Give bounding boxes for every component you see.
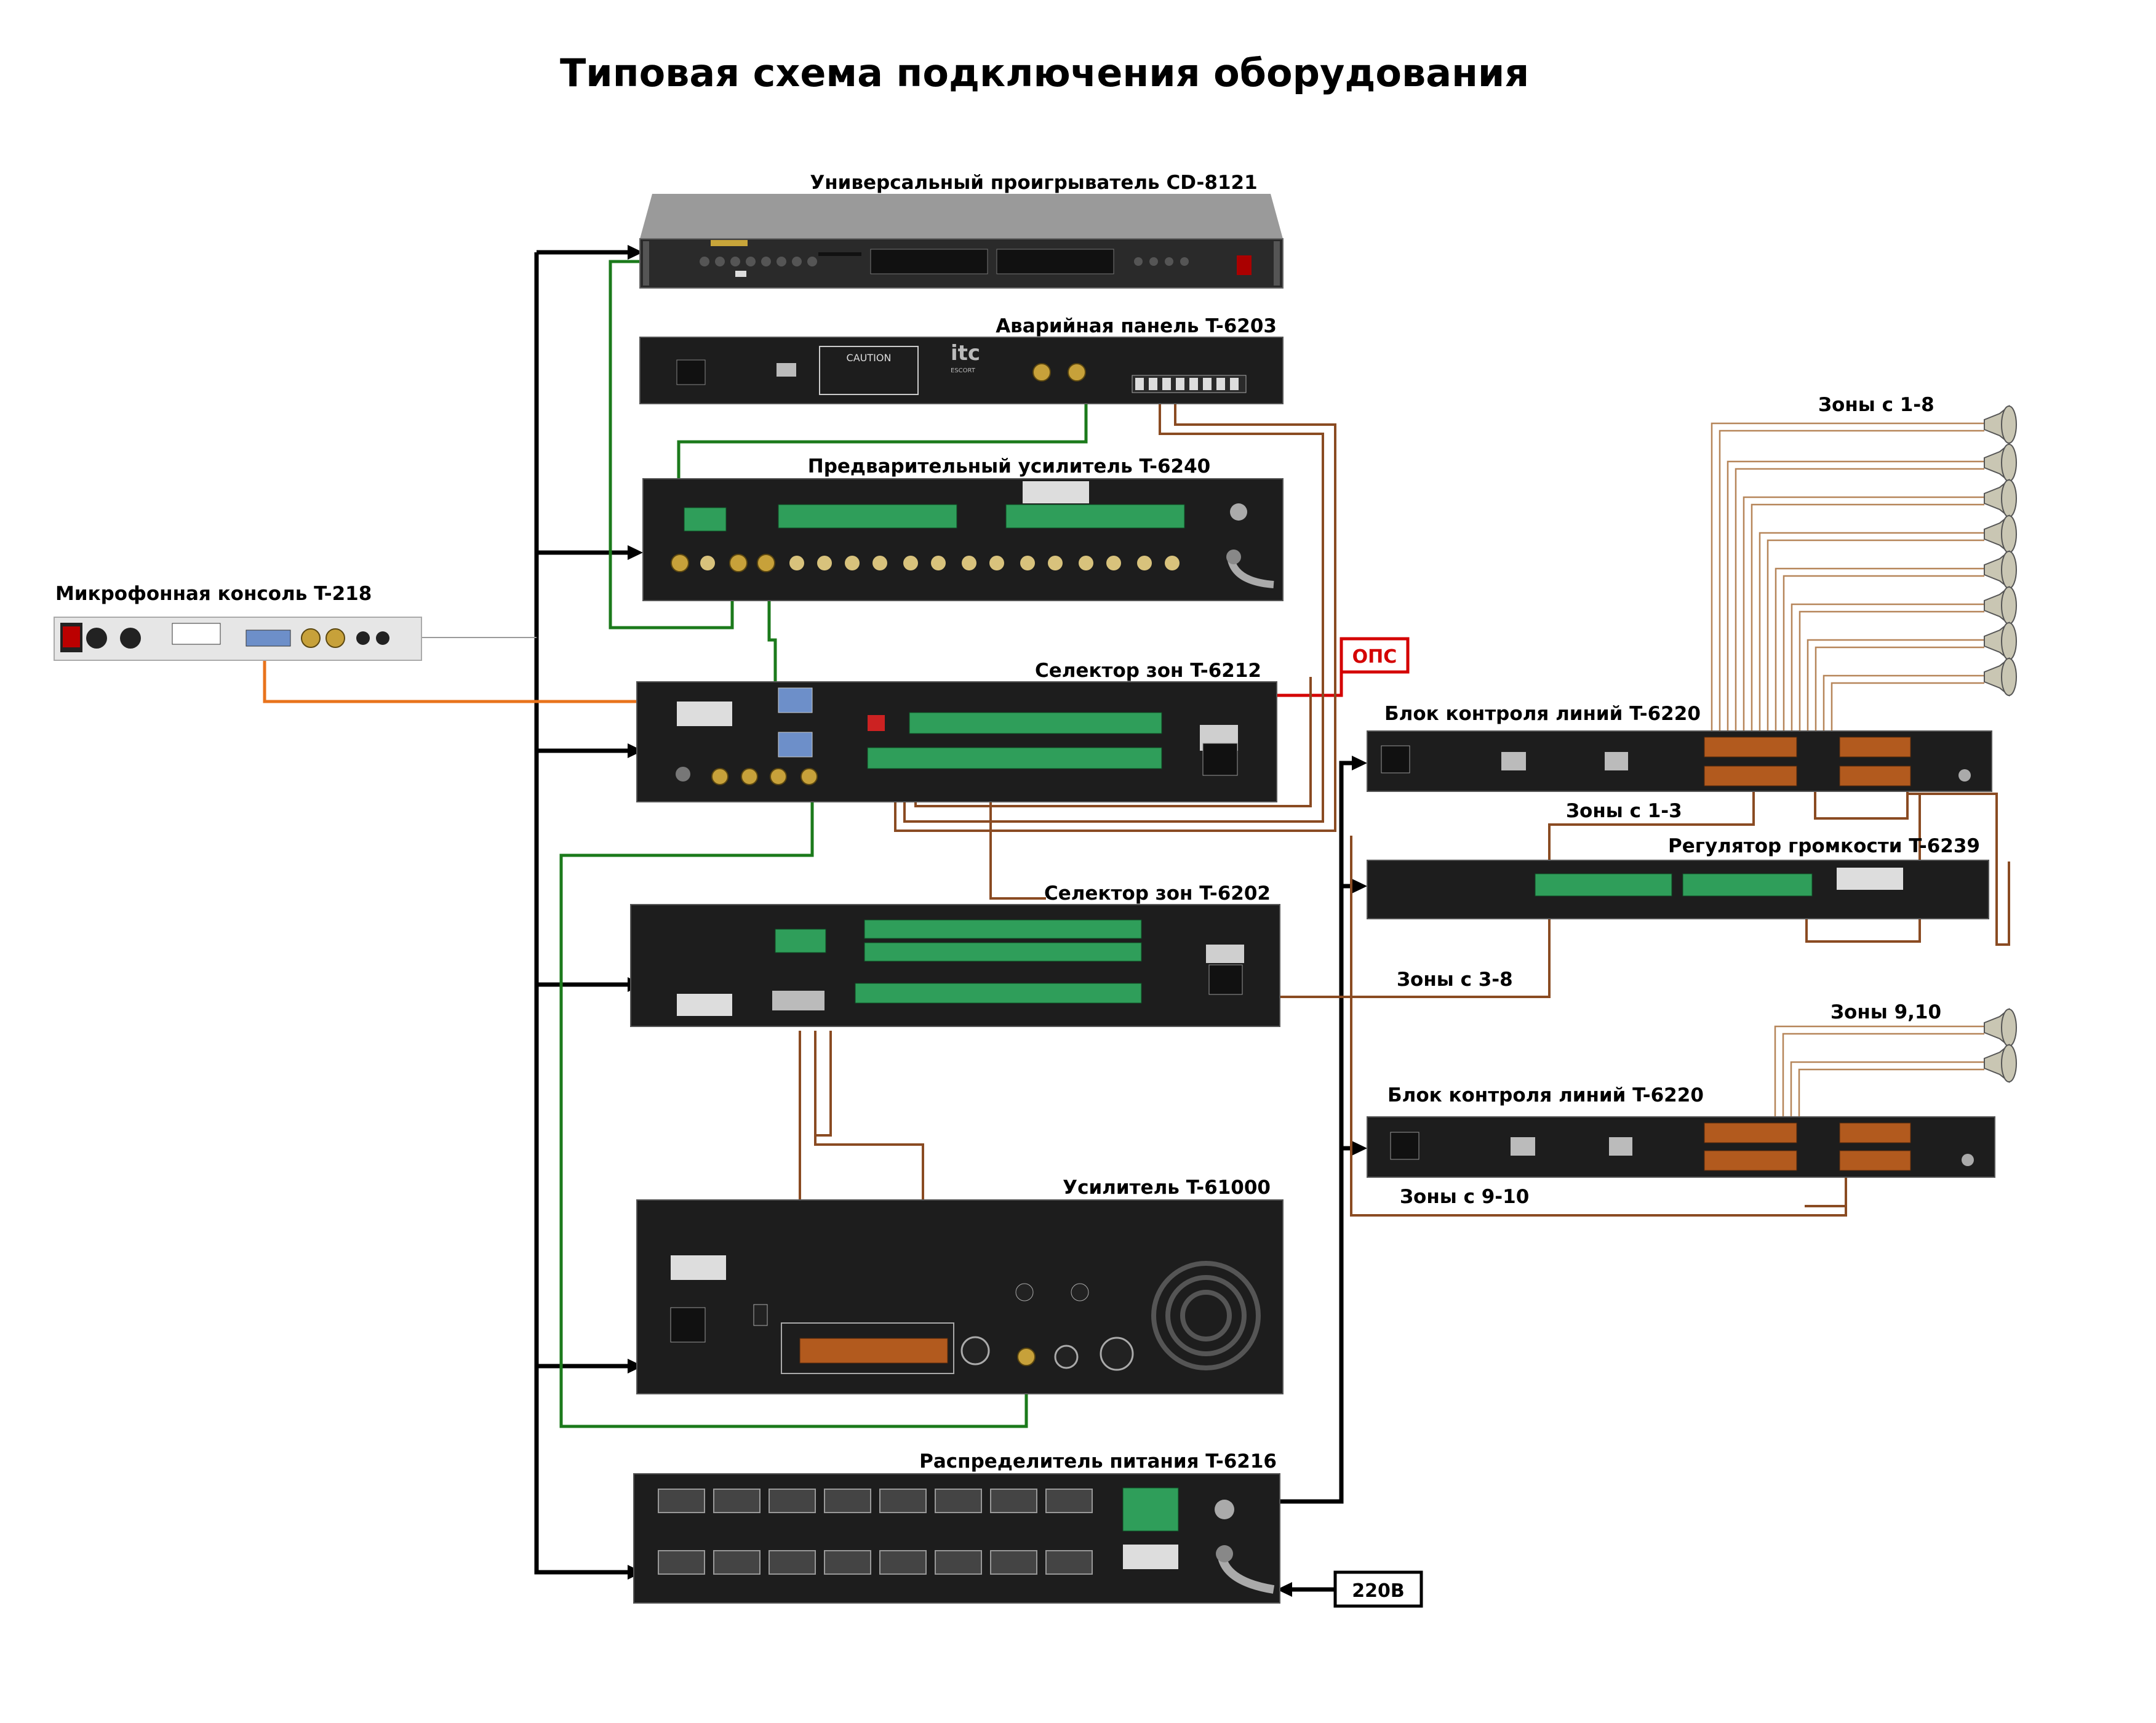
power-distributor-label: Распределитель питания T-6216 [919, 1450, 1277, 1473]
horn-speaker-icon [1984, 1007, 2017, 1048]
preamp-terminal-blocks [684, 504, 1185, 532]
speakers-zones-1-8 [1984, 404, 2017, 697]
mic-wiring [263, 660, 800, 703]
line-monitor-2 [1367, 1116, 1995, 1178]
horn-speaker-icon [1984, 657, 2017, 697]
line-monitor-1 [1367, 730, 1992, 792]
diagram-title: Типовая схема подключения оборудования [560, 50, 1529, 95]
horn-speaker-icon [1984, 442, 2017, 483]
horn-speaker-icon [1984, 404, 2017, 445]
preamp-label: Предварительный усилитель T-6240 [808, 455, 1210, 478]
horn-speaker-icon [1984, 478, 2017, 519]
amplifier [636, 1199, 1284, 1394]
zones-3-8-label: Зоны с 3-8 [1397, 969, 1513, 991]
escort-logo-text: ESCORT [951, 367, 976, 374]
horn-speaker-icon [1984, 1043, 2017, 1084]
volume-control-label: Регулятор громкости T-6239 [1668, 835, 1980, 857]
zones-9-10-label: Зоны 9,10 [1831, 1001, 1941, 1023]
zones-9-10-bottom-label: Зоны с 9-10 [1400, 1186, 1529, 1208]
speakers-zones-9-10 [1984, 1007, 2017, 1084]
mic-console [54, 617, 422, 661]
cd-player [639, 194, 1284, 289]
mic-console-label: Микрофонная консоль T-218 [55, 583, 372, 605]
volume-control [1367, 860, 1989, 919]
power-distributor [633, 1473, 1280, 1604]
alarm-caution-text: CAUTION [847, 352, 892, 364]
zone-selector-6202-label: Селектор зон T-6202 [1044, 882, 1271, 905]
amplifier-label: Усилитель T-61000 [1063, 1177, 1271, 1199]
zone-selector-6212 [636, 681, 1277, 802]
alarm-panel-label: Аварийная панель T-6203 [996, 315, 1277, 337]
horn-speaker-icon [1984, 514, 2017, 554]
preamp [642, 478, 1284, 601]
power-220v-text: 220В [1352, 1580, 1405, 1602]
power-220v-box: 220В [1333, 1570, 1423, 1608]
horn-speaker-icon [1984, 621, 2017, 662]
speaker-wiring [1711, 422, 1984, 1126]
line-monitor-2-label: Блок контроля линий T-6220 [1387, 1084, 1704, 1106]
cd-player-label: Универсальный проигрыватель CD-8121 [810, 172, 1257, 194]
zones-1-8-label: Зоны с 1-8 [1818, 394, 1934, 416]
preamp-jacks [671, 554, 1180, 572]
zones-1-3-label: Зоны с 1-3 [1566, 800, 1682, 822]
horn-speaker-icon [1984, 585, 2017, 626]
ops-box: ОПС [1340, 637, 1410, 674]
power-wiring [534, 250, 1357, 1592]
zone-selector-6212-label: Селектор зон T-6212 [1035, 660, 1261, 682]
itc-logo-text: itc [951, 341, 980, 366]
ops-box-text: ОПС [1352, 646, 1397, 668]
horn-speaker-icon [1984, 550, 2017, 590]
line-monitor-1-label: Блок контроля линий T-6220 [1384, 703, 1701, 725]
zone-selector-6202 [630, 904, 1280, 1027]
alarm-panel: CAUTION itc ESCORT [639, 337, 1284, 404]
